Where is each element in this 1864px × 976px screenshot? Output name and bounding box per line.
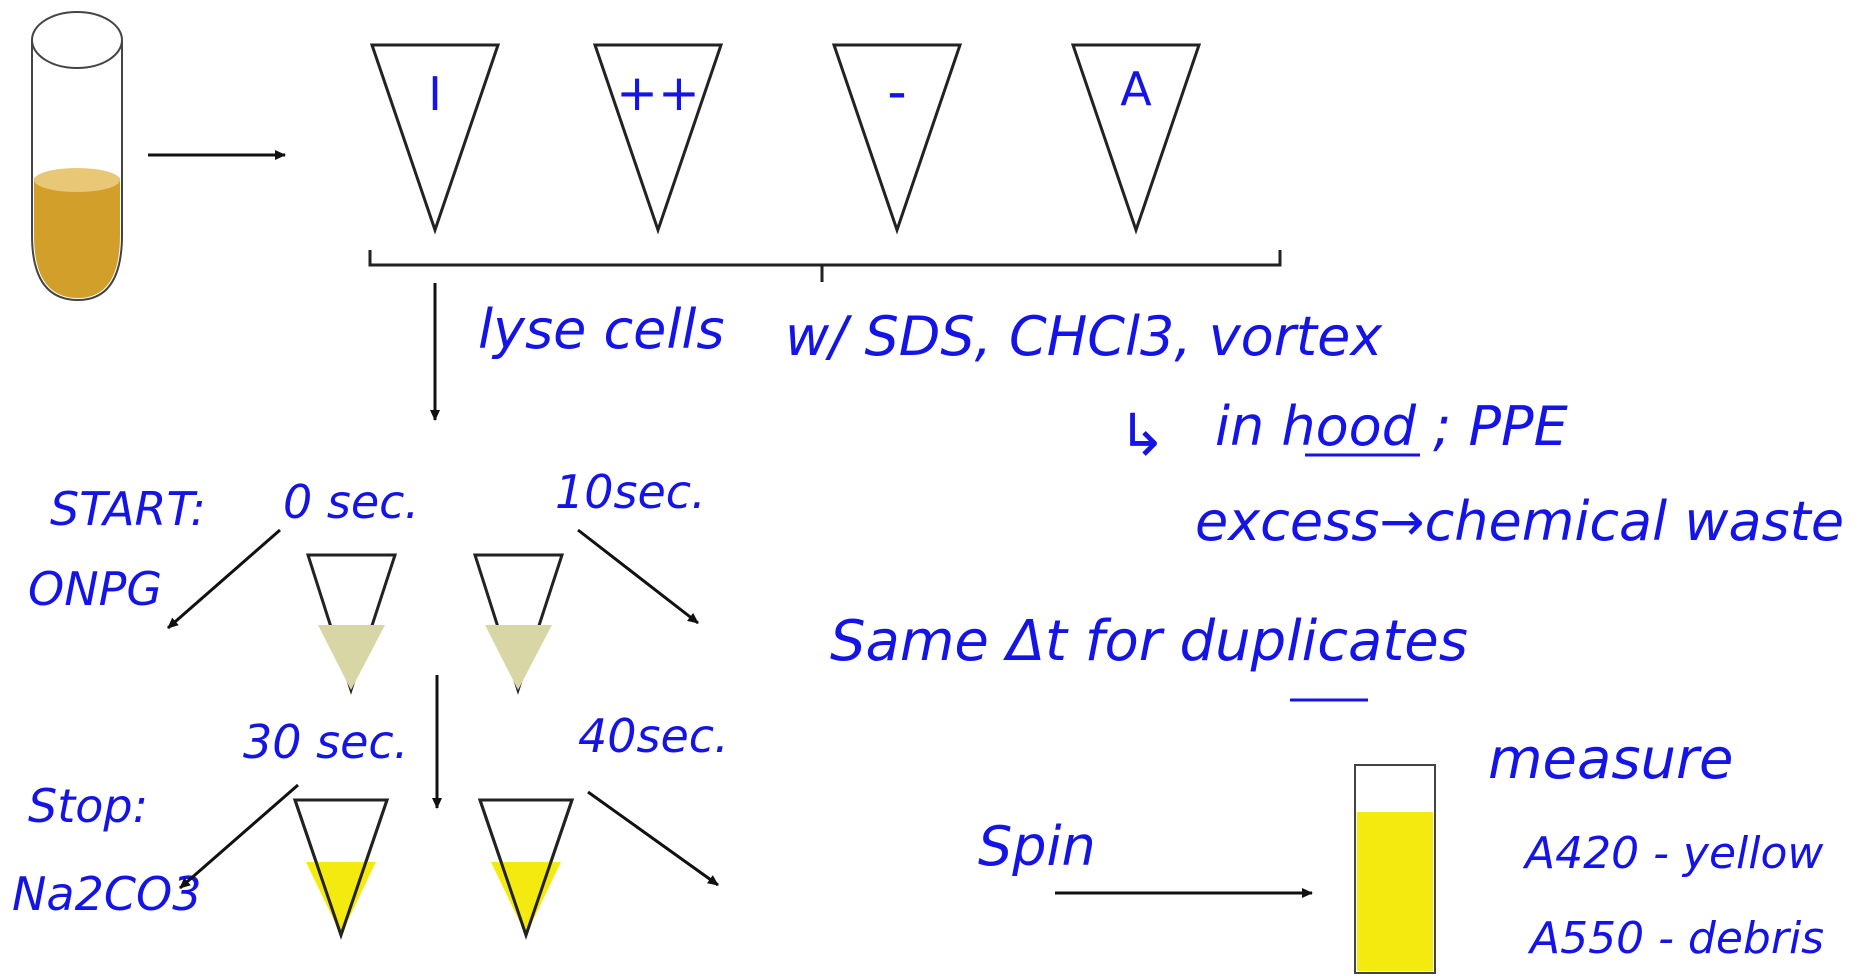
microtube-onpg-2 bbox=[472, 553, 565, 695]
microtube-A: A bbox=[1070, 43, 1202, 235]
arrow-stop bbox=[179, 783, 299, 890]
microtube-minus: - bbox=[831, 43, 963, 235]
cuvette-icon bbox=[1354, 764, 1436, 974]
tubes-bracket bbox=[368, 250, 1282, 282]
label-10sec: 10sec. bbox=[555, 465, 706, 519]
note-reagents: w/ SDS, CHCl3, vortex bbox=[785, 305, 1383, 368]
note-hood: in hood ; PPE bbox=[1215, 395, 1569, 458]
label-spin: Spin bbox=[978, 815, 1096, 878]
arrow-40sec bbox=[587, 790, 719, 887]
note-hood-arrow: ↳ bbox=[1118, 401, 1167, 469]
culture-tube-icon bbox=[31, 11, 123, 302]
label-0sec: 0 sec. bbox=[283, 475, 419, 529]
label-40sec: 40sec. bbox=[578, 709, 729, 763]
tube-label-A: A bbox=[1120, 62, 1152, 116]
label-na2co3: Na2CO3 bbox=[12, 867, 201, 921]
note-duplicates: Same Δt for duplicates bbox=[830, 609, 1468, 674]
tube-label-plusplus: ++ bbox=[616, 64, 700, 122]
note-lyse-cells: lyse cells bbox=[478, 298, 725, 361]
label-stop: Stop: bbox=[28, 779, 148, 833]
label-start: START: bbox=[50, 482, 206, 536]
label-onpg: ONPG bbox=[28, 562, 162, 616]
microtube-I: I bbox=[369, 43, 501, 235]
label-measure: measure bbox=[1488, 727, 1733, 792]
tube-label-I: I bbox=[428, 67, 442, 121]
arrow-10sec bbox=[577, 528, 699, 625]
label-30sec: 30 sec. bbox=[243, 715, 408, 769]
label-a420: A420 - yellow bbox=[1522, 828, 1824, 879]
arrow-onpg bbox=[167, 528, 281, 630]
microtube-onpg-1 bbox=[305, 553, 398, 695]
microtube-yellow-2 bbox=[477, 798, 575, 940]
tube-label-minus: - bbox=[887, 60, 907, 123]
microtube-plusplus: ++ bbox=[592, 43, 724, 235]
label-a550: A550 - debris bbox=[1527, 913, 1824, 964]
microtube-yellow-1 bbox=[292, 798, 390, 940]
note-waste: excess→chemical waste bbox=[1195, 490, 1844, 553]
